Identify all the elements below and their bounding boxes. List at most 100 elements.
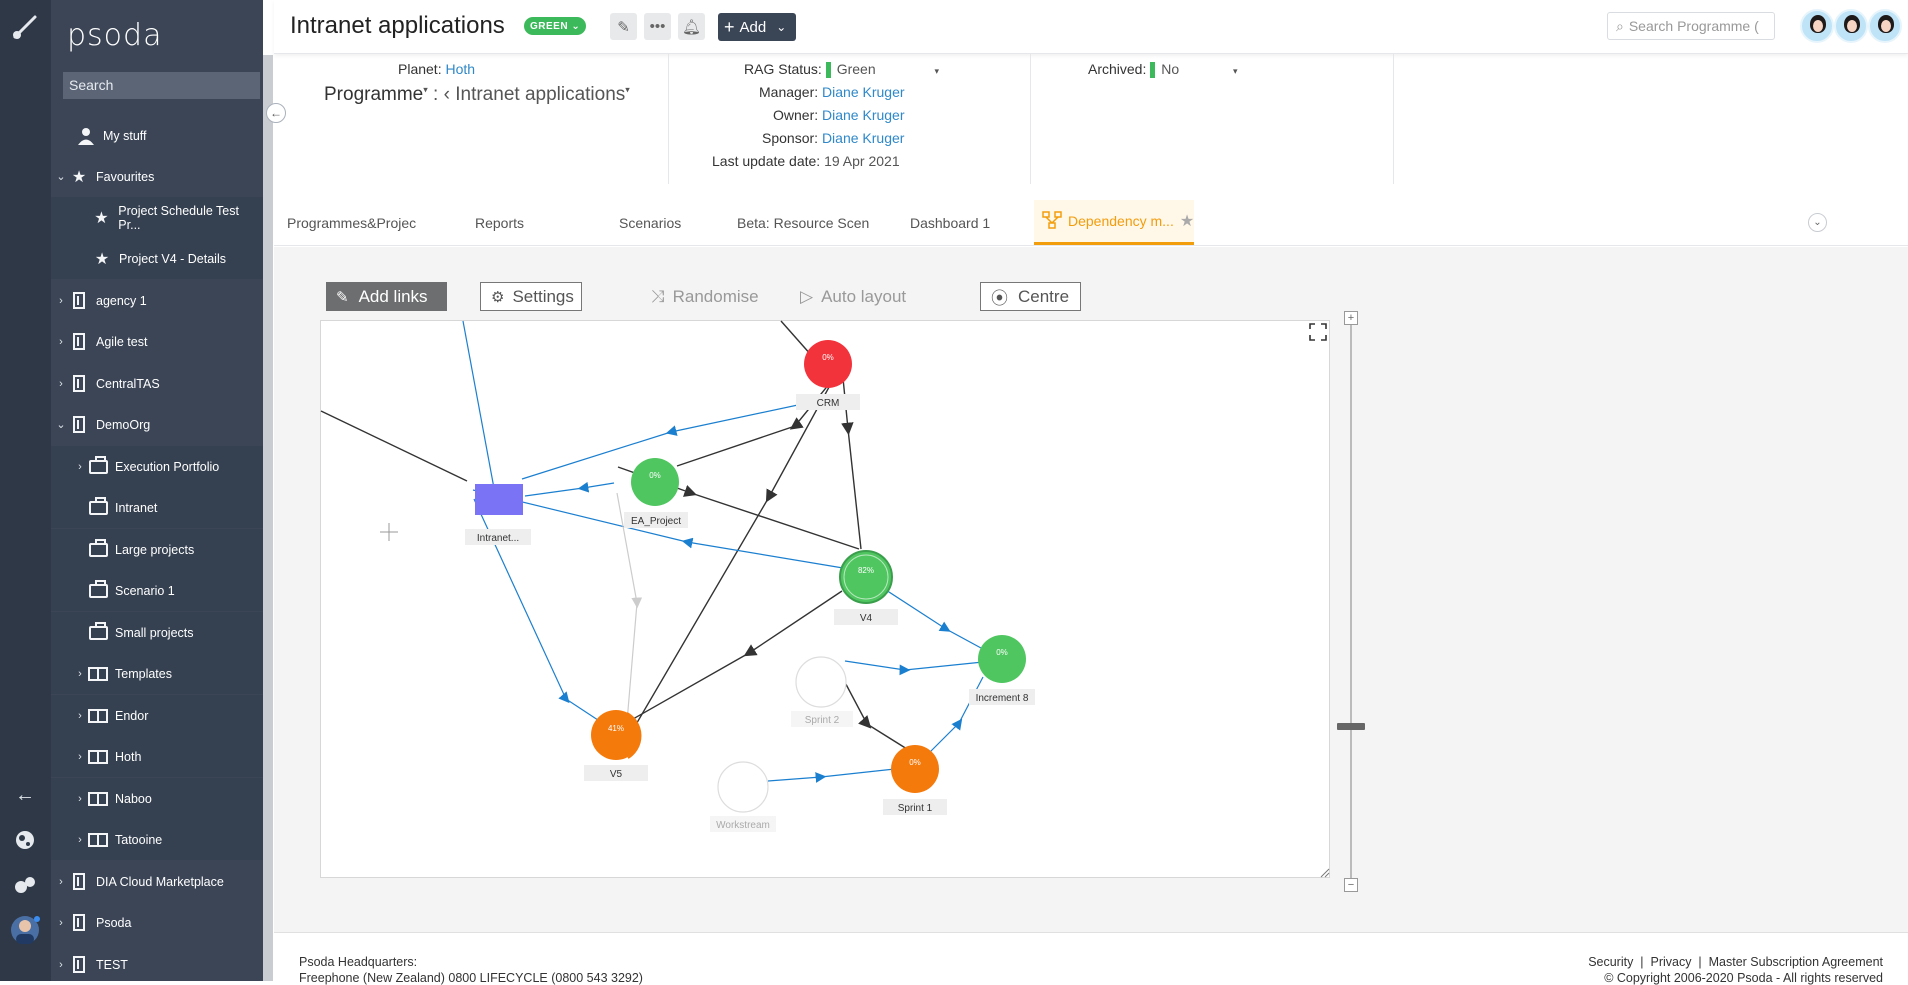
chevron-right-icon[interactable]: › — [59, 294, 63, 307]
sidebar-item-hoth[interactable]: › Hoth — [51, 736, 263, 777]
graph-edge[interactable] — [320, 410, 468, 482]
chevron-right-icon[interactable]: › — [78, 709, 82, 722]
sidebar-item-intranet[interactable]: Intranet — [51, 487, 263, 528]
collapse-sidebar-button[interactable]: ← — [266, 103, 286, 123]
graph-canvas[interactable]: 0% CRM Intranet... 0% EA_Project 82% V4 … — [320, 320, 1330, 878]
graph-edge[interactable] — [844, 660, 984, 676]
sidebar-item-favourite-v4[interactable]: ★ Project V4 - Details — [51, 238, 263, 279]
back-arrow-icon[interactable]: ← — [15, 783, 35, 806]
chevron-right-icon[interactable]: › — [59, 377, 63, 390]
manager-link[interactable]: Diane Kruger — [822, 84, 905, 100]
add-links-button[interactable]: ✎ Add links — [326, 282, 447, 311]
graph-edge[interactable] — [928, 676, 984, 754]
sidebar-item-favourites[interactable]: ⌄ ★ Favourites — [51, 156, 263, 197]
chevron-down-icon[interactable]: ⌄ — [56, 419, 66, 431]
sidebar-item-large-projects[interactable]: Large projects — [51, 529, 263, 570]
sidebar-item-centraltas[interactable]: › CentralTAS — [51, 363, 263, 404]
user-avatar[interactable] — [10, 915, 40, 945]
psoda-logo[interactable]: psoda — [67, 18, 163, 53]
chevron-right-icon[interactable]: › — [78, 460, 82, 473]
zoom-slider-handle[interactable] — [1337, 723, 1365, 730]
graph-edge[interactable] — [767, 768, 896, 783]
team-avatar-3[interactable] — [1868, 9, 1902, 43]
archived-value[interactable]: No — [1161, 61, 1180, 77]
sidebar-item-demoorg[interactable]: ⌄ DemoOrg — [51, 404, 263, 445]
settings-button[interactable]: ⚙ Settings — [480, 282, 582, 311]
tab-resource-scenarios[interactable]: Beta: Resource Scen — [737, 214, 870, 231]
graph-node-v5[interactable]: 41% V5 — [584, 710, 648, 781]
psoda-brush-icon[interactable] — [10, 12, 40, 42]
rag-status-pill[interactable]: GREEN ⌄ — [524, 17, 587, 35]
sidebar-item-favourite-schedule[interactable]: ★ Project Schedule Test Pr... — [51, 197, 263, 238]
zoom-in-button[interactable]: + — [1344, 311, 1358, 325]
chevron-down-icon[interactable]: ⌄ — [56, 171, 66, 183]
sidebar-item-small-projects[interactable]: Small projects — [51, 612, 263, 653]
notify-button[interactable]: 🔔︎ — [678, 13, 705, 40]
sidebar-item-dia-cloud[interactable]: › DIA Cloud Marketplace — [51, 861, 263, 902]
sidebar-scrollbar[interactable] — [263, 55, 273, 981]
graph-node-crm[interactable]: 0% CRM — [796, 340, 860, 410]
graph-edge[interactable] — [871, 580, 982, 649]
sidebar-item-agency1[interactable]: › agency 1 — [51, 280, 263, 321]
chevron-right-icon[interactable]: › — [78, 792, 82, 805]
owner-link[interactable]: Diane Kruger — [822, 107, 905, 123]
zoom-out-button[interactable]: − — [1344, 878, 1358, 892]
sidebar-search-input[interactable]: Search — [63, 72, 260, 99]
footer-msa-link[interactable]: Master Subscription Agreement — [1708, 955, 1883, 969]
graph-node-v4[interactable]: 82% V4 — [834, 550, 898, 625]
more-button[interactable]: ••• — [644, 13, 671, 40]
chevron-right-icon[interactable]: › — [59, 916, 63, 929]
graph-node-workstream[interactable]: Workstream — [710, 761, 776, 832]
team-avatar-2[interactable] — [1834, 9, 1868, 43]
randomise-button[interactable]: ⤨ Randomise — [641, 282, 769, 311]
tab-dependency-map[interactable]: Dependency m... ★ — [1034, 200, 1194, 245]
graph-edge[interactable] — [625, 590, 843, 724]
sidebar-item-templates[interactable]: › Templates — [51, 653, 263, 694]
sidebar-item-scenario1[interactable]: Scenario 1 — [51, 570, 263, 611]
chevron-right-icon[interactable]: › — [59, 875, 63, 888]
sidebar-item-test[interactable]: › TEST — [51, 944, 263, 985]
globe-icon[interactable] — [10, 825, 40, 855]
tab-reports[interactable]: Reports — [475, 214, 525, 231]
graph-node-ea-project[interactable]: 0% EA_Project — [624, 458, 688, 528]
star-icon[interactable]: ★ — [1179, 213, 1195, 230]
chevron-down-icon[interactable]: ▾ — [934, 66, 940, 76]
graph-edge[interactable] — [462, 320, 497, 500]
graph-edge[interactable] — [838, 670, 916, 755]
sidebar-item-endor[interactable]: › Endor — [51, 695, 263, 736]
sidebar-item-my-stuff[interactable]: My stuff — [51, 115, 263, 156]
add-button[interactable]: + Add ⌄ — [718, 13, 796, 41]
team-avatar-1[interactable] — [1800, 9, 1834, 43]
sidebar-item-tatooine[interactable]: › Tatooine — [51, 819, 263, 860]
chevron-right-icon[interactable]: › — [78, 833, 82, 846]
chevron-right-icon[interactable]: › — [59, 958, 63, 971]
graph-edge[interactable] — [521, 398, 827, 480]
graph-edge[interactable] — [616, 492, 643, 723]
chevron-right-icon[interactable]: › — [78, 667, 82, 680]
planet-link[interactable]: Hoth — [445, 61, 476, 77]
chevron-down-icon[interactable]: ▾ — [1233, 66, 1238, 76]
chevron-right-icon[interactable]: › — [78, 750, 82, 763]
graph-node-intranet[interactable]: Intranet... — [465, 484, 531, 545]
tab-scenarios[interactable]: Scenarios — [619, 214, 682, 231]
graph-node-sprint2[interactable]: Sprint 2 — [791, 656, 853, 727]
graph-edge[interactable] — [630, 377, 835, 734]
bubbles-icon[interactable] — [10, 870, 40, 900]
footer-security-link[interactable]: Security — [1588, 955, 1634, 969]
graph-edge[interactable] — [473, 498, 605, 725]
dependency-graph[interactable]: 0% CRM Intranet... 0% EA_Project 82% V4 … — [320, 320, 1331, 879]
tab-dashboard1[interactable]: Dashboard 1 — [910, 214, 991, 231]
sidebar-item-execution-portfolio[interactable]: › Execution Portfolio — [51, 446, 263, 487]
programme-search-input[interactable]: ⌕ Search Programme ( — [1607, 12, 1775, 40]
footer-privacy-link[interactable]: Privacy — [1650, 955, 1692, 969]
sidebar-item-psoda[interactable]: › Psoda — [51, 902, 263, 943]
graph-node-sprint1[interactable]: 0% Sprint 1 — [883, 745, 947, 815]
sidebar-item-naboo[interactable]: › Naboo — [51, 778, 263, 819]
graph-edge[interactable] — [524, 481, 615, 497]
edit-button[interactable]: ✎ — [610, 13, 637, 40]
tab-programmes-projects[interactable]: Programmes&Projec — [287, 214, 417, 231]
auto-layout-button[interactable]: ▷ Auto layout — [790, 282, 916, 311]
sidebar-item-agile-test[interactable]: › Agile test — [51, 321, 263, 362]
resize-grip-icon[interactable] — [1320, 868, 1330, 878]
centre-button[interactable]: ⦿ Centre — [980, 282, 1081, 311]
